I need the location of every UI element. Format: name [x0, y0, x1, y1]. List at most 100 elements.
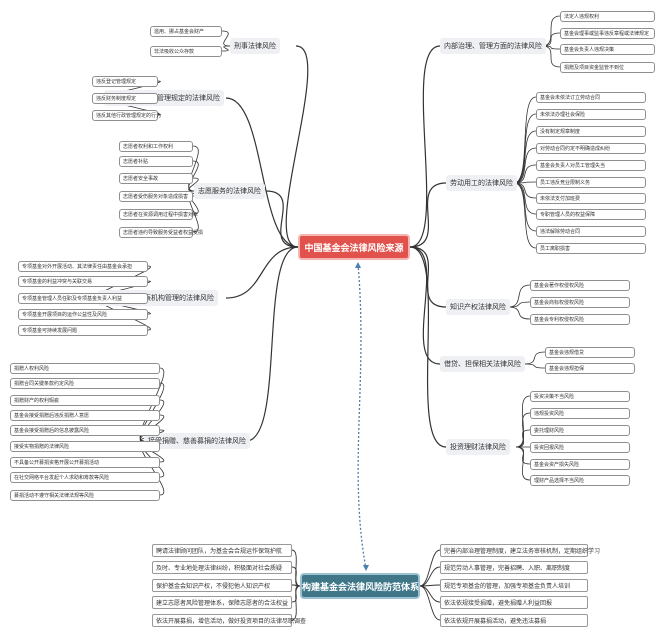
leaf-right-1-4: 基金会负责人对员工管理失当 — [536, 160, 646, 171]
leaf-right-4-1: 违规投资风险 — [530, 408, 630, 419]
leaf-right-1-8: 违法解除劳动合同 — [536, 226, 646, 237]
leaf-left-4-1: 捐赠合同关键条款约定风险 — [10, 378, 160, 389]
leaf-left-4-5: 接受实物捐赠的法律风险 — [10, 441, 160, 452]
branch-right-3: 借贷、担保相关法律风险 — [440, 356, 525, 372]
leaf-left-1-0: 违反登记管理规定 — [92, 76, 158, 87]
leaf-left-2-5: 志愿者违约导致服务受益者权益受损 — [119, 227, 203, 238]
leaf-left-2-0: 志愿者权利和工作权利 — [119, 141, 193, 152]
leaf-left-4-3: 基金会接受捐赠后违反捐赠人意愿 — [10, 410, 160, 421]
prevention-left-3: 建立志愿者风险管理体系，保障志愿者的合法权益 — [152, 596, 292, 609]
leaf-right-3-0: 基金会违规借贷 — [545, 347, 635, 358]
prevention-left-4: 依法开展募捐，增信活动，做好投资项目的法律尽职调查 — [152, 614, 306, 627]
connector — [523, 351, 546, 365]
connector — [188, 177, 199, 192]
connector — [513, 96, 537, 184]
connector — [409, 182, 447, 248]
leaf-left-3-1: 专项基金的利益冲突与关联交易 — [18, 276, 148, 287]
connector — [409, 246, 447, 448]
leaf-left-2-1: 志愿者补贴 — [119, 156, 193, 167]
leaf-right-0-3: 捐赠及项目资金监管不到位 — [560, 62, 655, 73]
leaf-left-2-3: 志愿者受伤服务对象造成损害 — [119, 191, 193, 202]
leaf-right-0-2: 基金会负责人违规决策 — [560, 44, 655, 55]
connector — [409, 45, 441, 248]
connector — [291, 585, 301, 621]
leaf-left-1-1: 违反财务制度规定 — [92, 93, 158, 104]
leaf-left-0-1: 非法吸收公众存款 — [150, 46, 222, 57]
prevention-right-2: 规范专项基金的管理，加强专项基金负责人培训 — [440, 579, 588, 592]
branch-right-1: 劳动用工的法律风险 — [446, 175, 517, 191]
leaf-right-0-0: 法定人违规权利 — [560, 11, 655, 22]
leaf-left-3-3: 专项基金开展项目的运作公益性及风险 — [18, 309, 148, 320]
leaf-right-1-2: 没有制定规章制度 — [536, 126, 646, 137]
leaf-left-3-4: 专项基金可持续发展问题 — [18, 325, 148, 336]
leaf-right-4-0: 投资决策不当风险 — [530, 391, 630, 402]
branch-right-0: 内部治理、管理方面的法律风险 — [440, 38, 546, 54]
leaf-right-0-1: 基金会理事或监事违反章程或法律规定 — [560, 28, 655, 39]
connector — [357, 263, 367, 570]
connector — [291, 549, 301, 587]
connector — [409, 246, 441, 365]
root-bottom-node: 构建基金会法律风险防范体系 — [300, 573, 420, 599]
connector — [513, 182, 537, 249]
leaf-right-1-1: 未依法办理社会保险 — [536, 109, 646, 120]
connector — [225, 97, 299, 248]
connector — [409, 246, 447, 308]
branch-right-4: 投资理财法律风险 — [446, 439, 510, 455]
leaf-right-4-3: 投资回报风险 — [530, 442, 630, 453]
connector — [523, 363, 546, 369]
leaf-left-4-2: 捐赠财产的权利瑕疵 — [10, 395, 160, 406]
connector — [515, 412, 531, 448]
connector — [513, 164, 537, 184]
leaf-right-1-5: 员工违反竞业限制义务 — [536, 177, 646, 188]
leaf-left-4-7: 在社交网络平台发起个人求助和筹款等风险 — [10, 472, 160, 483]
connector — [507, 284, 531, 308]
prevention-right-1: 规范劳动人事管理，完善招聘、入职、离职制度 — [440, 561, 588, 574]
connector — [265, 190, 299, 248]
connector — [225, 246, 299, 299]
leaf-right-4-4: 基金会资产损失风险 — [530, 459, 630, 470]
connector — [419, 585, 441, 621]
leaf-left-2-4: 志愿者在资源调用过程中损害对象 — [119, 209, 198, 220]
connector — [188, 160, 199, 192]
leaf-left-4-8: 募捐活动不遵守相关法律法规等风险 — [10, 490, 160, 501]
branch-left-0: 刑事法律风险 — [230, 38, 280, 54]
connector — [285, 45, 309, 248]
leaf-right-2-2: 基金会专利权侵权风险 — [530, 314, 630, 325]
connector — [221, 45, 231, 52]
leaf-left-2-2: 志愿者安全事故 — [119, 173, 193, 184]
leaf-left-0-0: 滥用、挪占基金会财产 — [150, 26, 222, 37]
leaf-right-4-5: 理财产品选择不当风险 — [530, 475, 630, 486]
leaf-left-3-2: 专项基金管理人员任职及专项基金负责人利益 — [18, 293, 148, 304]
leaf-right-1-7: 专职管理人员的权益保障 — [536, 209, 646, 220]
branch-left-2: 志愿服务的法律风险 — [194, 183, 265, 199]
prevention-left-1: 及时、专业地处理法律纠纷，积极面对社会质疑 — [152, 561, 292, 574]
leaf-left-3-0: 专项基金对外开展活动、其法律责任由基金会承担 — [18, 261, 148, 272]
prevention-left-0: 聘请法律顾问团队，为基金会合规运作保驾护航 — [152, 544, 292, 557]
connector — [515, 446, 531, 481]
connector — [221, 30, 231, 47]
connector — [419, 566, 441, 587]
branch-right-2: 知识产权法律风险 — [446, 299, 510, 315]
prevention-right-3: 依法依规接受捐赠，避免捐赠人利益回报 — [440, 596, 588, 609]
leaf-right-1-3: 对劳动合同约定不明确造成纠纷 — [536, 143, 646, 154]
connector — [291, 566, 301, 587]
connector — [507, 306, 531, 320]
prevention-left-2: 保护基金会知识产权，不侵犯他人知识产权 — [152, 579, 292, 592]
leaf-left-4-6: 不具备公开募捐资格开展公开募捐活动 — [10, 457, 160, 468]
leaf-left-4-4: 基金会接受捐赠后的信息披露风险 — [10, 425, 160, 436]
prevention-right-4: 依法依规开展募捐活动，避免违法募捐 — [440, 614, 588, 627]
leaf-right-1-6: 未依法支付加班费 — [536, 193, 646, 204]
leaf-left-1-2: 违反其他行政管理规定的行为 — [92, 110, 161, 121]
connector — [419, 549, 441, 587]
leaf-right-2-1: 基金会商标权侵权风险 — [530, 297, 630, 308]
leaf-left-4-0: 捐赠人权利风险 — [10, 363, 160, 374]
arrowhead-down-icon — [363, 565, 369, 571]
connector — [419, 585, 441, 603]
branch-left-4: 接受捐赠、慈善募捐的法律风险 — [144, 433, 250, 449]
connector — [513, 113, 537, 184]
leaf-right-4-2: 委托理财风险 — [530, 425, 630, 436]
connector — [515, 429, 531, 448]
leaf-right-1-0: 基金会未依法订立劳动合同 — [536, 92, 646, 103]
connector — [513, 147, 537, 184]
leaf-right-3-1: 基金会违规担保 — [545, 363, 635, 374]
